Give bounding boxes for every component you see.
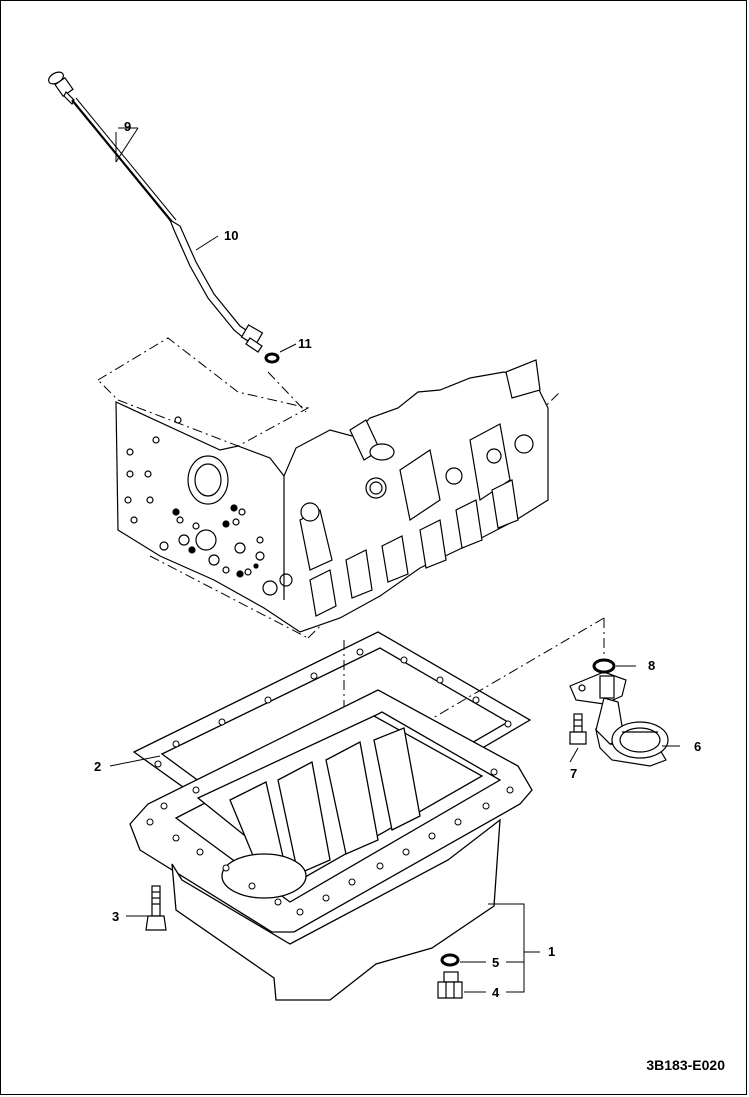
callout-9: 9: [124, 119, 131, 134]
callout-3: 3: [112, 909, 119, 924]
drain-plug-gasket: [440, 953, 460, 967]
oil-pan-bolt: [145, 885, 167, 931]
callout-4: 4: [492, 985, 500, 1000]
callout-8: 8: [648, 658, 655, 673]
engine-block: [115, 359, 549, 633]
figure-reference-code: 3B183-E020: [646, 1057, 725, 1073]
strainer-o-ring: [592, 658, 616, 674]
dipstick: [48, 71, 177, 223]
leader-lines: [109, 127, 680, 993]
o-ring-11: [264, 352, 280, 364]
callout-2: 2: [94, 759, 101, 774]
callout-11: 11: [298, 336, 312, 351]
callout-10: 10: [224, 228, 238, 243]
callout-7: 7: [570, 766, 577, 781]
strainer-bolt: [569, 713, 587, 745]
drain-plug: [437, 971, 463, 999]
callout-6: 6: [694, 739, 701, 754]
dipstick-guide-tube: [168, 218, 264, 353]
callout-5: 5: [492, 955, 499, 970]
callout-1: 1: [548, 944, 555, 959]
oil-pan: [129, 689, 533, 1001]
oil-strainer: [569, 671, 669, 767]
